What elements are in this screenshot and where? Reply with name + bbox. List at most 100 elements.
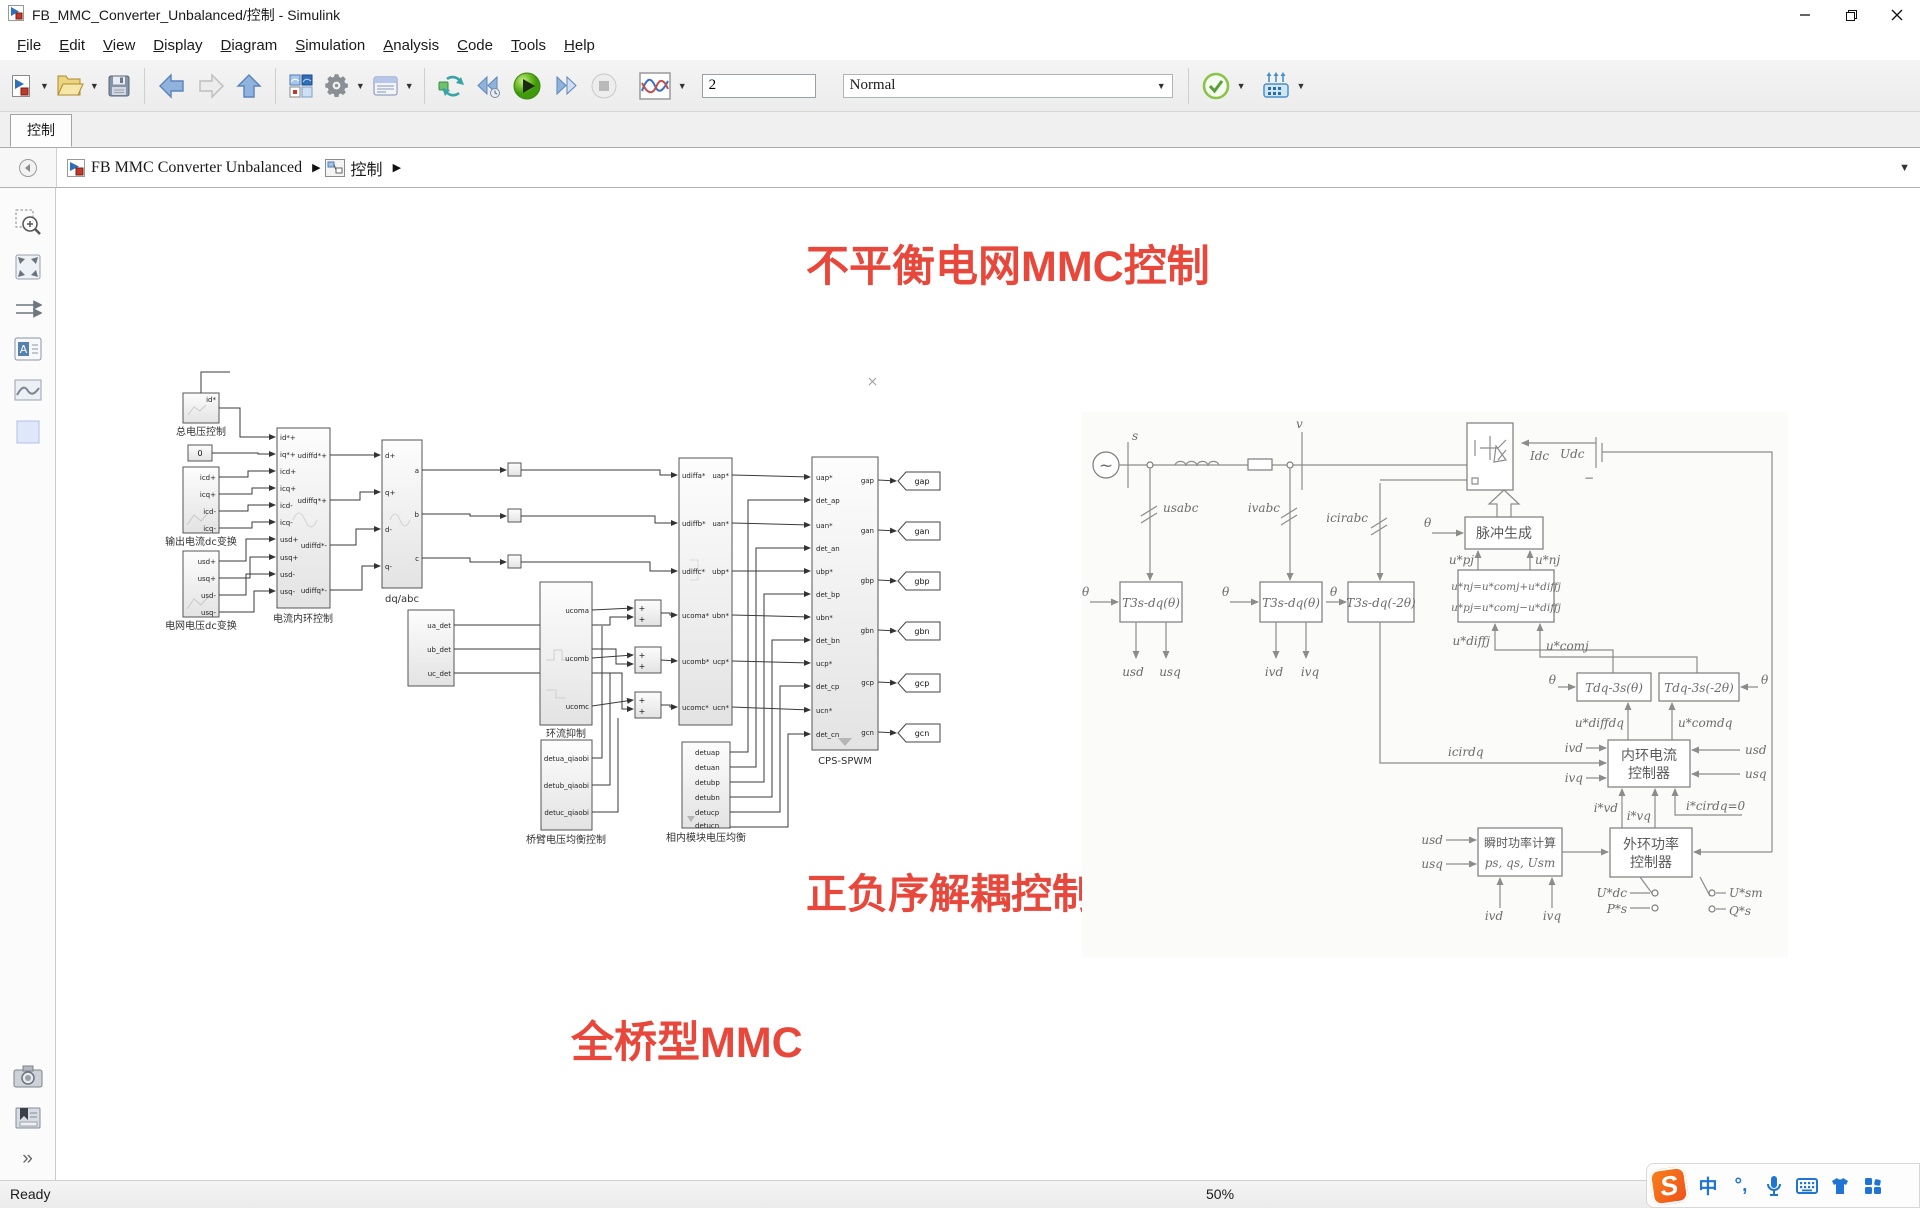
menu-file[interactable]: File: [17, 36, 42, 54]
breadcrumb-root[interactable]: FB MMC Converter Unbalanced: [91, 158, 303, 176]
menu-display[interactable]: Display: [153, 36, 203, 54]
menu-edit[interactable]: Edit: [59, 36, 86, 54]
hide-browser-button[interactable]: [18, 158, 38, 178]
open-dropdown[interactable]: ▼: [89, 80, 99, 91]
breadcrumb-separator2-icon[interactable]: ▶: [392, 162, 402, 174]
svg-text:a: a: [415, 467, 419, 475]
stop-time-input[interactable]: [701, 73, 816, 98]
model-configuration-dropdown[interactable]: ▼: [404, 80, 414, 91]
ime-toolbox-icon[interactable]: [1861, 1177, 1885, 1195]
model-advisor-dropdown[interactable]: ▼: [1236, 80, 1246, 91]
annotation-bottom[interactable]: 全桥型MMC: [571, 1019, 803, 1067]
run-button[interactable]: [509, 68, 545, 104]
ime-mode-toggle[interactable]: 中: [1698, 1177, 1718, 1198]
svg-text:0: 0: [197, 449, 202, 458]
image-annotation-icon[interactable]: [14, 378, 42, 402]
build-hardware-button[interactable]: [1259, 69, 1293, 103]
svg-text:θ: θ: [1330, 585, 1338, 599]
settings-dropdown[interactable]: ▼: [355, 80, 365, 91]
block-cps-spwm[interactable]: uap* det_ap uan* det_an ubp* det_bp ubn*…: [811, 456, 879, 767]
breadcrumb-current[interactable]: 控制: [350, 161, 383, 179]
ime-punctuation-toggle[interactable]: °,: [1734, 1174, 1748, 1196]
svg-text:i*vq: i*vq: [1627, 809, 1652, 823]
simulation-data-inspector-button[interactable]: [636, 69, 674, 103]
update-diagram-button[interactable]: [435, 70, 467, 102]
settings-gear-button[interactable]: [321, 70, 352, 101]
model-canvas[interactable]: 不平衡电网MMC控制 正负序解耦控制 全桥型MMC id* 总电压控制: [56, 188, 1920, 1180]
menu-help[interactable]: Help: [564, 36, 595, 54]
block-constant-zero[interactable]: 0: [187, 444, 213, 462]
stop-button[interactable]: [587, 69, 621, 103]
goto-tags[interactable]: gap gan gbp gbn gcp gcn: [877, 471, 941, 743]
fit-to-view-icon[interactable]: [14, 253, 42, 281]
navigate-up-button[interactable]: [233, 70, 265, 102]
subsystem-icon[interactable]: [324, 158, 345, 177]
restore-button[interactable]: [1828, 0, 1874, 30]
sogou-logo-icon[interactable]: S: [1648, 1165, 1690, 1206]
simulation-mode-select[interactable]: Normal ▼: [842, 73, 1173, 98]
close-button[interactable]: [1874, 0, 1920, 30]
model-configuration-button[interactable]: [370, 71, 401, 101]
sdi-dropdown[interactable]: ▼: [677, 80, 687, 91]
block-phase-module-balance[interactable]: detuap detuan detubp detubn detucp detuc…: [666, 741, 746, 844]
svg-text:相内模块电压均衡: 相内模块电压均衡: [666, 831, 746, 844]
svg-text:u*comdq: u*comdq: [1678, 716, 1733, 730]
menu-analysis[interactable]: Analysis: [383, 36, 440, 54]
block-output-current-dq[interactable]: icd+ icq+ icd- icq- 输出电流dc变换: [165, 466, 237, 548]
minimize-button[interactable]: [1782, 0, 1828, 30]
svg-text:控制器: 控制器: [1630, 855, 1672, 871]
library-link-icon[interactable]: [14, 1105, 42, 1131]
ime-skin-icon[interactable]: [1828, 1177, 1852, 1195]
step-forward-button[interactable]: [550, 70, 582, 102]
block-total-voltage-control[interactable]: id* 总电压控制: [176, 371, 230, 438]
menu-simulation[interactable]: Simulation: [295, 36, 366, 54]
left-control-diagram[interactable]: id* 总电压控制 0 icd+ icq+ icd- icq-: [165, 371, 941, 846]
title-bar: FB_MMC_Converter_Unbalanced/控制 - Simulin…: [0, 0, 1920, 30]
annotation-icon[interactable]: A: [14, 337, 42, 361]
sum-blocks[interactable]: ++ ++ ++: [634, 599, 662, 719]
zoom-marquee-icon[interactable]: [14, 208, 42, 236]
annotation-title[interactable]: 不平衡电网MMC控制: [806, 243, 1210, 291]
block-voltage-detect[interactable]: ua_det ub_det uc_det: [407, 609, 455, 687]
block-inner-current-loop[interactable]: id*+ iq*+ icd+ icq+ icd- icq- usd+ usq+ …: [273, 427, 333, 625]
svg-text:d-: d-: [385, 526, 392, 534]
screenshot-camera-icon[interactable]: [13, 1064, 43, 1088]
navigate-back-button[interactable]: [155, 70, 189, 102]
area-box-icon[interactable]: [15, 419, 41, 445]
annotation-middle[interactable]: 正负序解耦控制: [806, 871, 1093, 917]
new-model-dropdown[interactable]: ▼: [40, 80, 49, 91]
svg-text:P*s: P*s: [1606, 902, 1627, 916]
block-circulating-current-suppression[interactable]: ucoma ucomb ucomc 环流抑制: [539, 581, 593, 740]
breadcrumb-separator-icon[interactable]: ▶: [312, 162, 321, 174]
menu-diagram[interactable]: Diagram: [220, 36, 278, 54]
block-modulation[interactable]: udiffa* udiffb* udiffc* ucoma* ucomb* uc…: [678, 457, 733, 726]
build-dropdown[interactable]: ▼: [1296, 80, 1306, 91]
svg-text:det_ap: det_ap: [816, 497, 840, 505]
open-button[interactable]: [54, 71, 86, 101]
model-icon[interactable]: [67, 158, 85, 177]
block-grid-voltage-dq[interactable]: usd+ usq+ usd- usq- 电网电压dc变换: [165, 550, 237, 632]
block-dq-abc[interactable]: d+ q+ d- q- a b c dq/abc: [381, 439, 423, 605]
svg-text:+: +: [639, 662, 646, 671]
breadcrumb-dropdown[interactable]: ▼: [1899, 161, 1910, 174]
ime-keyboard-icon[interactable]: [1795, 1177, 1819, 1194]
library-browser-button[interactable]: [286, 71, 316, 101]
menu-code[interactable]: Code: [457, 36, 493, 54]
signal-routing-icon[interactable]: [14, 298, 42, 320]
navigate-forward-button[interactable]: [194, 70, 228, 102]
expand-chevrons-icon[interactable]: »: [22, 1148, 33, 1169]
right-control-figure[interactable]: ~ s v Idc Udc: [1082, 412, 1788, 957]
block-diagram[interactable]: id* 总电压控制 0 icd+ icq+ icd- icq-: [56, 188, 1920, 1180]
tab-control[interactable]: 控制: [10, 114, 72, 147]
menu-tools[interactable]: Tools: [511, 36, 547, 54]
block-arm-voltage-balance[interactable]: detua_qiaobi detub_qiaobi detuc_qiaobi 桥…: [526, 739, 606, 846]
model-advisor-check-button[interactable]: [1199, 69, 1233, 103]
new-model-button[interactable]: [6, 71, 36, 101]
step-back-button[interactable]: [472, 70, 504, 102]
svg-text:uc_det: uc_det: [428, 670, 452, 678]
svg-text:usd: usd: [1745, 743, 1767, 757]
save-button[interactable]: [104, 71, 134, 101]
menu-view[interactable]: View: [103, 36, 136, 54]
ime-microphone-icon[interactable]: [1762, 1175, 1786, 1197]
svg-text:usabc: usabc: [1163, 501, 1199, 515]
